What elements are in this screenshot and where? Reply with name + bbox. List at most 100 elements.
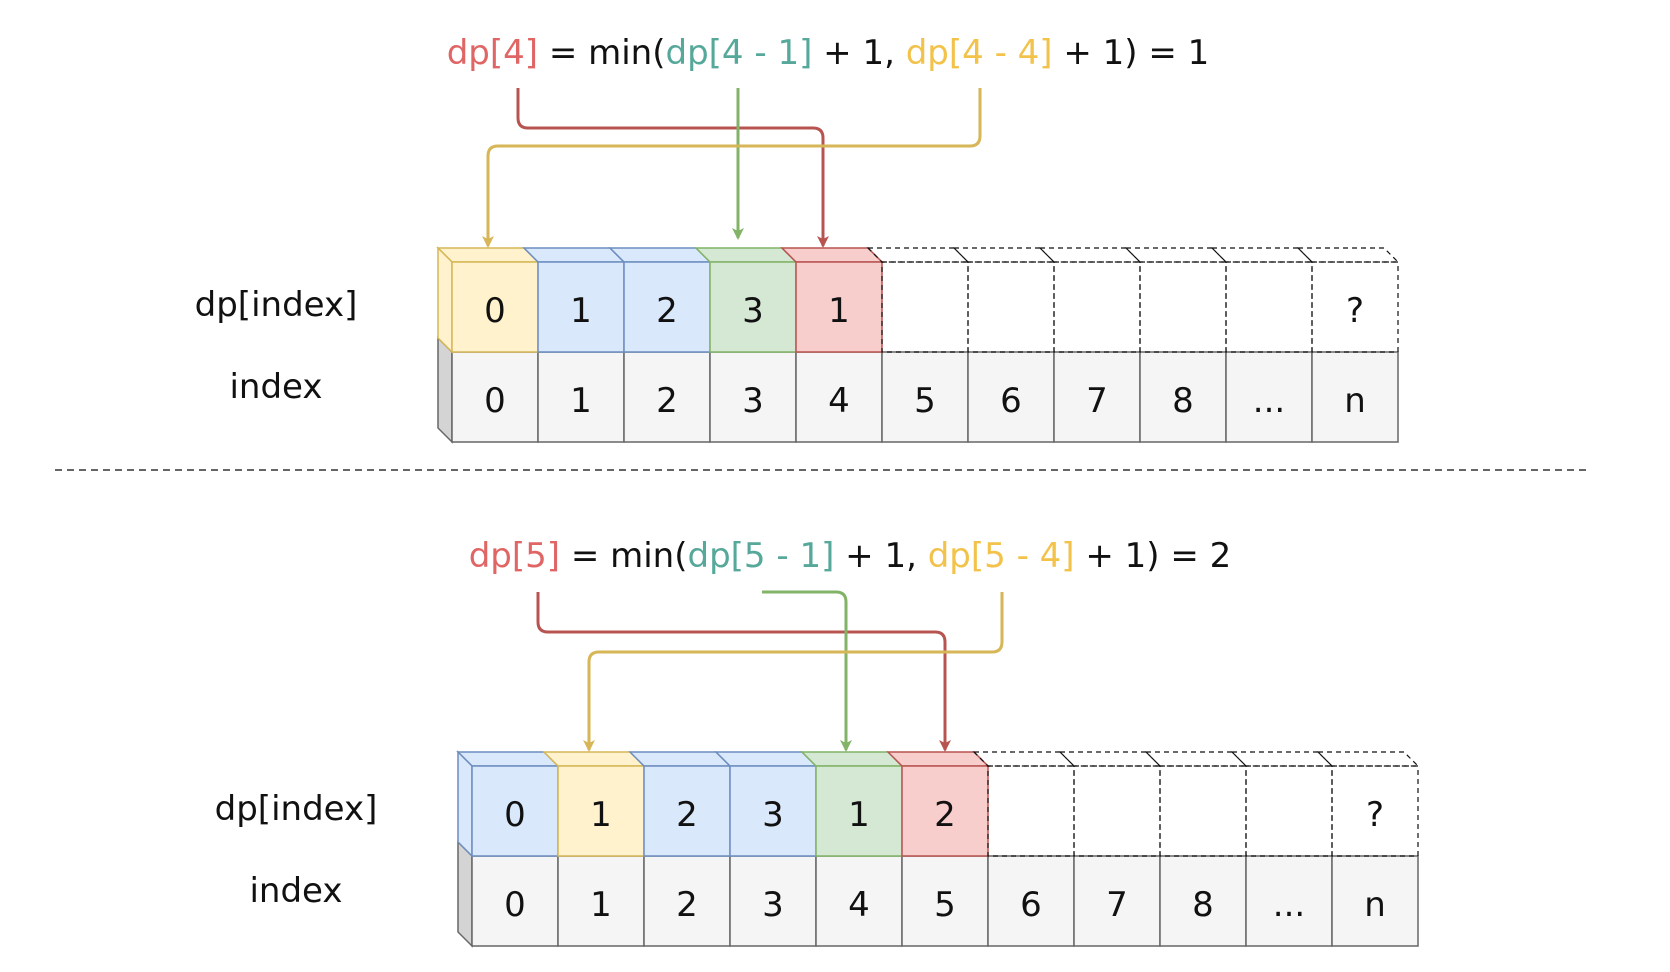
dp-cell bbox=[1311, 261, 1399, 353]
formula-part: dp[5 - 4] bbox=[928, 536, 1075, 576]
dp-value: 2 bbox=[656, 291, 678, 331]
index-side-face bbox=[437, 336, 453, 444]
dp-cell-top bbox=[1210, 247, 1314, 263]
arrow-red-1 bbox=[516, 88, 829, 248]
index-label: 5 bbox=[934, 885, 956, 925]
index-label: 4 bbox=[848, 885, 870, 925]
dp-cell-side bbox=[437, 246, 453, 354]
dp-cell-top bbox=[1038, 247, 1142, 263]
dp-value: 1 bbox=[570, 291, 592, 331]
index-label: n bbox=[1364, 885, 1386, 925]
formula-1: dp[4] = min(dp[4 - 1] + 1, dp[4 - 4] + 1… bbox=[447, 33, 1210, 73]
row-label-dp: dp[index] bbox=[215, 789, 378, 829]
dp-cell bbox=[729, 765, 817, 857]
row-label-index: index bbox=[229, 367, 322, 407]
dp-cell bbox=[537, 261, 625, 353]
dp-cell-top bbox=[628, 751, 732, 767]
dp-cell-top bbox=[542, 751, 646, 767]
arrow-yellow-1 bbox=[482, 88, 982, 248]
dp-cell bbox=[1053, 261, 1141, 353]
dp-cell bbox=[1139, 261, 1227, 353]
dp-cell-top bbox=[456, 751, 560, 767]
formula-part: = min( bbox=[538, 33, 665, 73]
index-cell bbox=[729, 855, 817, 947]
formula-part: + 1, bbox=[834, 536, 927, 576]
index-label: 5 bbox=[914, 381, 936, 421]
dp-value: 0 bbox=[504, 795, 526, 835]
dp-value: 1 bbox=[590, 795, 612, 835]
dp-cell-top bbox=[1316, 751, 1420, 767]
index-label: 3 bbox=[742, 381, 764, 421]
dp-value: 1 bbox=[848, 795, 870, 835]
dp-cell-top bbox=[800, 751, 904, 767]
row-label-index: index bbox=[249, 871, 342, 911]
dp-value: 0 bbox=[484, 291, 506, 331]
dp-cell-top bbox=[1230, 751, 1334, 767]
dp-cell-top bbox=[608, 247, 712, 263]
index-cell bbox=[1311, 351, 1399, 443]
index-cell bbox=[1245, 855, 1333, 947]
dp-cell-top bbox=[866, 247, 970, 263]
index-label: 2 bbox=[656, 381, 678, 421]
index-label: 0 bbox=[484, 381, 506, 421]
dp-cell-top bbox=[436, 247, 540, 263]
dp-cell bbox=[451, 261, 539, 353]
dp-cell bbox=[557, 765, 645, 857]
index-label: 6 bbox=[1000, 381, 1022, 421]
formula-part: dp[4 - 1] bbox=[666, 33, 813, 73]
index-label: 1 bbox=[570, 381, 592, 421]
index-label: 7 bbox=[1106, 885, 1128, 925]
arrow-red-2 bbox=[536, 592, 951, 752]
index-label: 7 bbox=[1086, 381, 1108, 421]
dp-cell bbox=[901, 765, 989, 857]
dp-value: 3 bbox=[762, 795, 784, 835]
dp-cell-top bbox=[886, 751, 990, 767]
arrow-green-2 bbox=[762, 590, 852, 752]
dp-cell-top bbox=[1058, 751, 1162, 767]
dp-cell-top bbox=[1124, 247, 1228, 263]
dp-cell-top bbox=[1144, 751, 1248, 767]
dp-value: 1 bbox=[828, 291, 850, 331]
formula-part: dp[4 - 4] bbox=[906, 33, 1053, 73]
row-label-dp: dp[index] bbox=[195, 285, 358, 325]
dp-cell-top bbox=[972, 751, 1076, 767]
index-label: ... bbox=[1253, 381, 1285, 421]
index-side-face bbox=[457, 840, 473, 948]
index-cell bbox=[1139, 351, 1227, 443]
dp-cell bbox=[967, 261, 1055, 353]
index-cell bbox=[901, 855, 989, 947]
formula-part: dp[4] bbox=[447, 33, 538, 73]
index-cell bbox=[987, 855, 1075, 947]
dp-cell bbox=[1159, 765, 1247, 857]
dp-value: ? bbox=[1366, 795, 1384, 835]
index-cell bbox=[815, 855, 903, 947]
formula-2: dp[5] = min(dp[5 - 1] + 1, dp[5 - 4] + 1… bbox=[469, 536, 1232, 576]
dp-value: 2 bbox=[676, 795, 698, 835]
dp-cell bbox=[1225, 261, 1313, 353]
index-cell bbox=[557, 855, 645, 947]
index-cell bbox=[1225, 351, 1313, 443]
formula-part: + 1) = 2 bbox=[1075, 536, 1232, 576]
dp-cell-top bbox=[694, 247, 798, 263]
index-label: 3 bbox=[762, 885, 784, 925]
index-label: n bbox=[1344, 381, 1366, 421]
dp-cell bbox=[643, 765, 731, 857]
index-label: 2 bbox=[676, 885, 698, 925]
dp-value: 2 bbox=[934, 795, 956, 835]
dp-cell bbox=[1073, 765, 1161, 857]
arrow-yellow-2 bbox=[583, 592, 1004, 752]
dp-value: 3 bbox=[742, 291, 764, 331]
dp-cell-top bbox=[1296, 247, 1400, 263]
formula-part: dp[5 - 1] bbox=[688, 536, 835, 576]
dp-cell bbox=[987, 765, 1075, 857]
index-label: 8 bbox=[1172, 381, 1194, 421]
dp-cell bbox=[623, 261, 711, 353]
formula-part: + 1) = 1 bbox=[1053, 33, 1210, 73]
dp-cell bbox=[709, 261, 797, 353]
dp-cell-top bbox=[714, 751, 818, 767]
panel-2: dp[5] = min(dp[5 - 1] + 1, dp[5 - 4] + 1… bbox=[215, 536, 1420, 948]
index-cell bbox=[537, 351, 625, 443]
